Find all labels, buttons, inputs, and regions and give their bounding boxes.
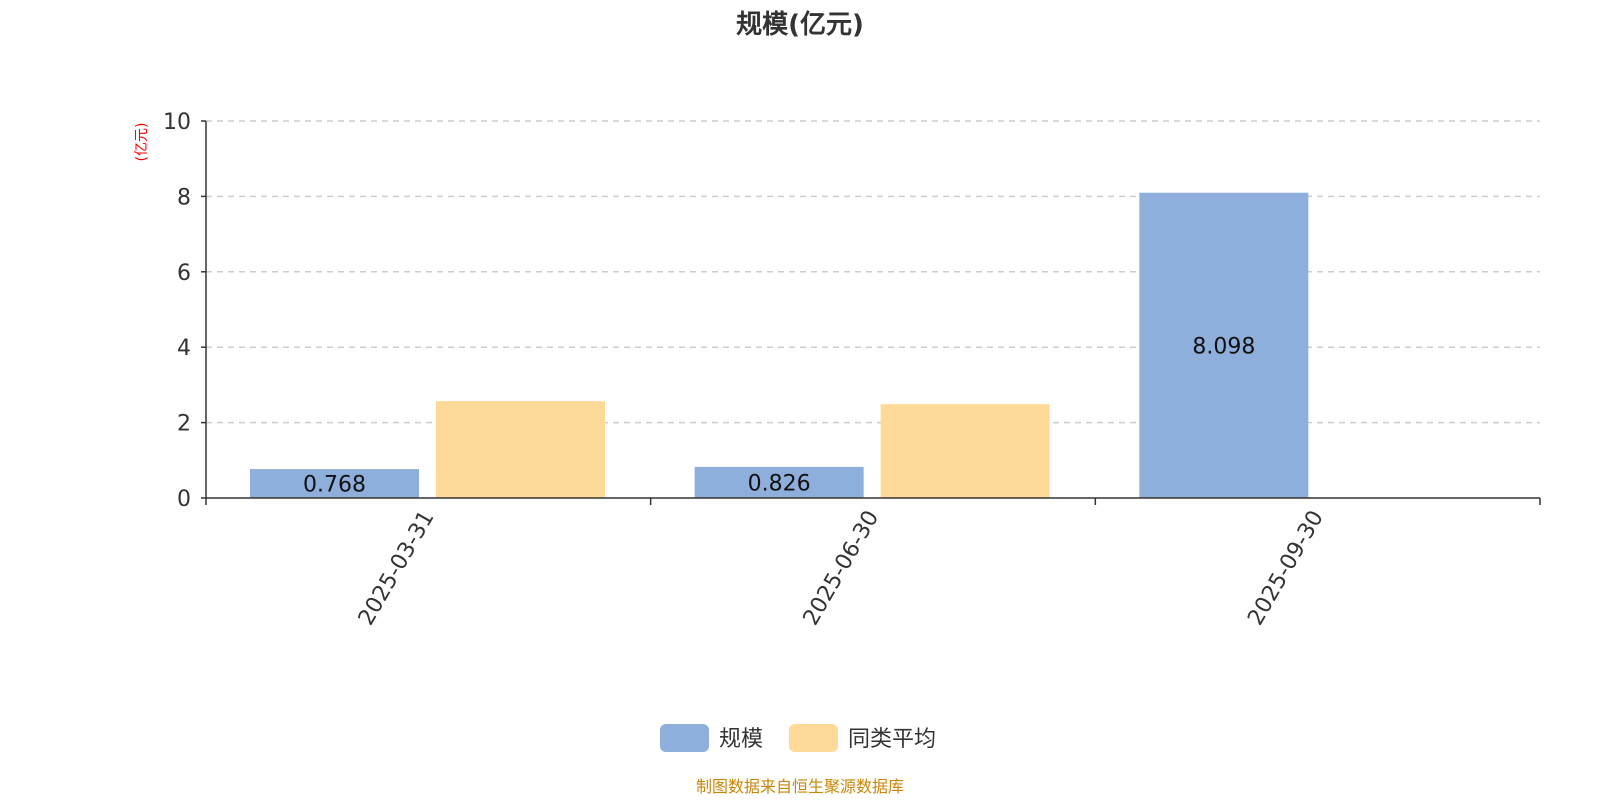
bar-value-label: 0.826 <box>748 471 811 496</box>
bar-peer-average <box>436 401 605 498</box>
legend-swatch-scale[interactable] <box>660 724 709 752</box>
bar-scale <box>1139 192 1309 499</box>
chart-title: 规模(亿元) <box>736 10 864 40</box>
bar-value-label: 8.098 <box>1192 334 1255 359</box>
x-tick-label: 2025-03-31 <box>354 507 440 630</box>
legend-swatch-peer-average[interactable] <box>789 724 838 752</box>
y-axis-label: (亿元) <box>134 123 150 162</box>
footer-source: 制图数据来自恒生聚源数据库 <box>696 777 904 796</box>
y-tick-label: 6 <box>177 261 191 286</box>
legend-label-scale[interactable]: 规模 <box>719 727 763 752</box>
y-tick-label: 8 <box>177 185 191 210</box>
y-tick-label: 10 <box>163 110 191 135</box>
bar-scale <box>694 466 864 498</box>
y-tick-label: 4 <box>177 336 191 361</box>
bar-peer-average <box>880 404 1050 498</box>
x-tick-label: 2025-09-30 <box>1243 507 1329 630</box>
x-tick-label: 2025-06-30 <box>799 507 885 630</box>
legend: 规模 同类平均 <box>660 724 936 752</box>
bar-scale <box>250 469 419 498</box>
y-tick-label: 2 <box>177 412 191 437</box>
y-tick-label: 0 <box>177 487 191 512</box>
bar-value-label: 0.768 <box>303 473 366 498</box>
legend-label-peer-average[interactable]: 同类平均 <box>848 727 936 752</box>
